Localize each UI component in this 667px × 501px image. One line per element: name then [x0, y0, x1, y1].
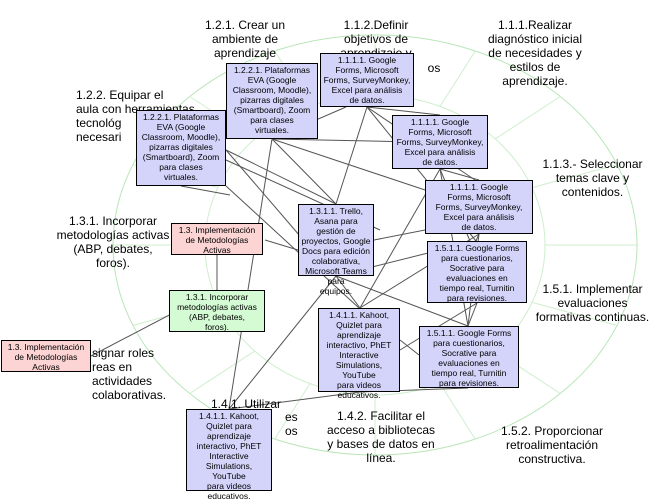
tool-box-1-1-1-1: 1.1.1.1. Google Forms, Microsoft Forms, …	[320, 53, 414, 107]
connector-line	[373, 229, 426, 241]
tool-box-1-5-1-1: 1.5.1.1. Google Forms para cuestionarios…	[419, 326, 519, 388]
guide-spoke	[439, 50, 476, 107]
connector-line	[225, 185, 360, 309]
label-1-4-2: 1.4.2. Facilitar el acceso a bibliotecas…	[326, 409, 436, 465]
label-1-4-1-tail: es os	[285, 410, 298, 438]
tool-box-1-1-1-1: 1.1.1.1. Google Forms, Microsoft Forms, …	[425, 180, 533, 234]
label-1-2-2: 1.2.2. Equipar el aula con herramientas …	[76, 88, 195, 144]
label-1-5-2: 1.5.2. Proporcionar retroalimentación co…	[500, 424, 604, 466]
tool-box-1-2-2-1: 1.2.2.1. Plataformas EVA (Google Classro…	[136, 110, 226, 186]
connector-line	[366, 106, 441, 116]
connector-line	[228, 391, 361, 410]
connector-line	[264, 239, 299, 251]
guide-spoke	[531, 164, 618, 189]
tool-box-1-4-1-1: 1.4.1.1. Kahoot, Quizlet para aprendizaj…	[186, 409, 272, 501]
connector-line	[399, 339, 420, 356]
tool-box-1-5-1-1: 1.5.1.1. Google Forms para cuestionarios…	[427, 241, 527, 303]
guide-spoke	[189, 350, 256, 394]
connector-line	[439, 168, 480, 181]
label-1-3-1: 1.3.1. Incorporar metodologías activas (…	[56, 214, 170, 270]
tool-box-1-3-1-1: 1.3.1.1. Trello, Asana para gestión de p…	[298, 204, 374, 296]
connector-line	[335, 275, 469, 327]
guide-spoke	[439, 383, 476, 440]
label-1-3-2: signar roles reas en actividades colabor…	[92, 346, 167, 402]
label-1-1-1: 1.1.1.Realizar diagnóstico inicial de ne…	[487, 18, 583, 88]
label-1-4-1: 1.4.1. Utilizar	[210, 397, 282, 411]
node-1-3-1-incorporar: 1.3.1. Incorporar metodologías activas (…	[169, 290, 265, 332]
connector-line	[225, 149, 337, 205]
node-1-3-implementacion: 1.3. Implementación de Metodologías Acti…	[171, 223, 263, 255]
connector-line	[335, 106, 368, 205]
connector-line	[180, 185, 231, 196]
connector-line	[335, 275, 361, 309]
connector-line	[228, 138, 273, 410]
tool-box-1-4-1-1: 1.4.1.1. Kahoot, Quizlet para aprendizaj…	[318, 308, 400, 400]
tool-box-1-2-2-1: 1.2.2.1. Plataformas EVA (Google Classro…	[226, 63, 318, 139]
label-1-5-1: 1.5.1. Implementar evaluaciones formativ…	[535, 282, 650, 324]
guide-spoke	[531, 301, 618, 326]
label-1-1-2-tail: os	[427, 61, 441, 75]
guide-spoke	[494, 96, 561, 140]
node-1-3-implementacion: 1.3. Implementación de Metodologías Acti…	[1, 340, 91, 372]
tool-box-1-1-1-1: 1.1.1.1. Google Forms, Microsoft Forms, …	[392, 115, 488, 169]
connector-line	[228, 275, 337, 410]
connector-line	[271, 138, 337, 205]
guide-spoke	[274, 383, 311, 440]
connector-line	[467, 302, 478, 327]
label-1-1-3: 1.1.3.- Seleccionar temas clave y conten…	[542, 157, 643, 199]
